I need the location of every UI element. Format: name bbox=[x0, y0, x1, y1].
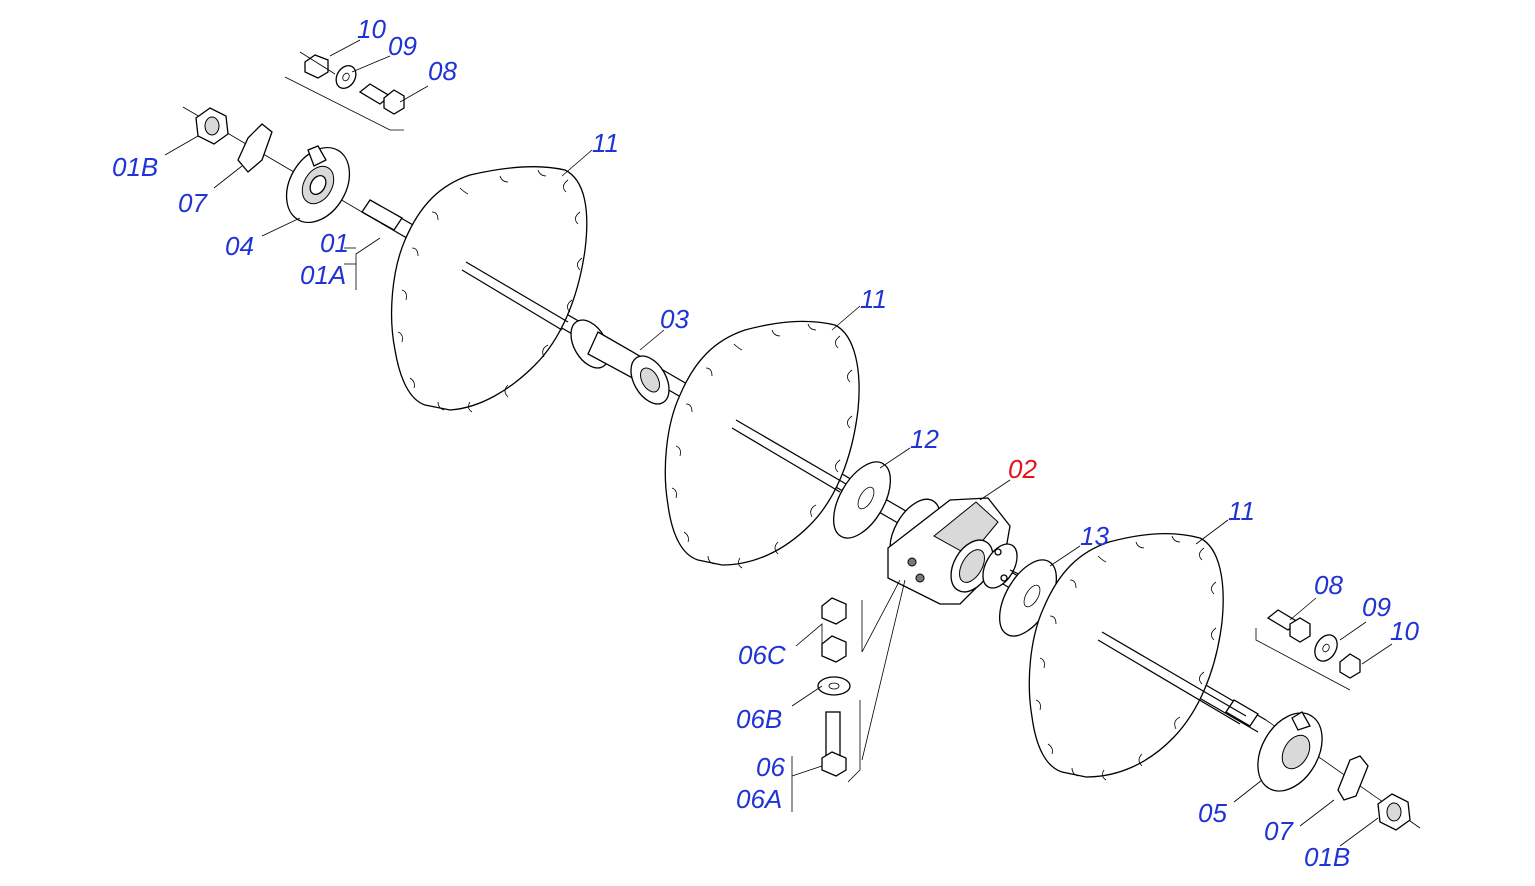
leader-lines bbox=[164, 39, 1393, 847]
label-06b: 06B bbox=[736, 704, 782, 734]
label-11-c: 11 bbox=[1228, 496, 1255, 526]
label-06c: 06C bbox=[738, 640, 786, 670]
label-02: 02 bbox=[1008, 454, 1037, 484]
label-05: 05 bbox=[1198, 798, 1227, 828]
label-01b-bottom: 01B bbox=[1304, 842, 1350, 872]
label-10-top: 10 bbox=[357, 14, 386, 44]
label-10-bottom: 10 bbox=[1390, 616, 1419, 646]
bearing-housing-02 bbox=[887, 497, 1041, 605]
label-08-bottom: 08 bbox=[1314, 570, 1343, 600]
label-01: 01 bbox=[320, 228, 349, 258]
disc-11-right bbox=[1028, 532, 1247, 781]
label-04: 04 bbox=[225, 231, 254, 261]
label-01a: 01A bbox=[300, 260, 346, 290]
disc-11-middle bbox=[664, 320, 860, 569]
label-11-a: 11 bbox=[592, 128, 619, 158]
callout-labels: 10 09 08 01B 07 04 01 01A 11 03 11 12 02… bbox=[112, 14, 1419, 872]
disc-11-left bbox=[390, 166, 588, 413]
label-06: 06 bbox=[756, 752, 785, 782]
label-12: 12 bbox=[910, 424, 939, 454]
label-09-top: 09 bbox=[388, 31, 417, 61]
bearing-04-assembly bbox=[195, 51, 405, 224]
spacer-03 bbox=[570, 319, 670, 405]
washer-12 bbox=[832, 461, 892, 539]
label-07-bottom: 07 bbox=[1264, 816, 1294, 846]
label-08-top: 08 bbox=[428, 56, 457, 86]
label-13: 13 bbox=[1080, 521, 1109, 551]
label-09-bottom: 09 bbox=[1362, 592, 1391, 622]
label-06a: 06A bbox=[736, 784, 782, 814]
bearing-05-assembly bbox=[1255, 609, 1411, 831]
bolt-set-06 bbox=[817, 579, 906, 783]
label-11-b: 11 bbox=[860, 284, 887, 314]
label-01b-top: 01B bbox=[112, 152, 158, 182]
label-07-top: 07 bbox=[178, 188, 208, 218]
label-03: 03 bbox=[660, 304, 689, 334]
